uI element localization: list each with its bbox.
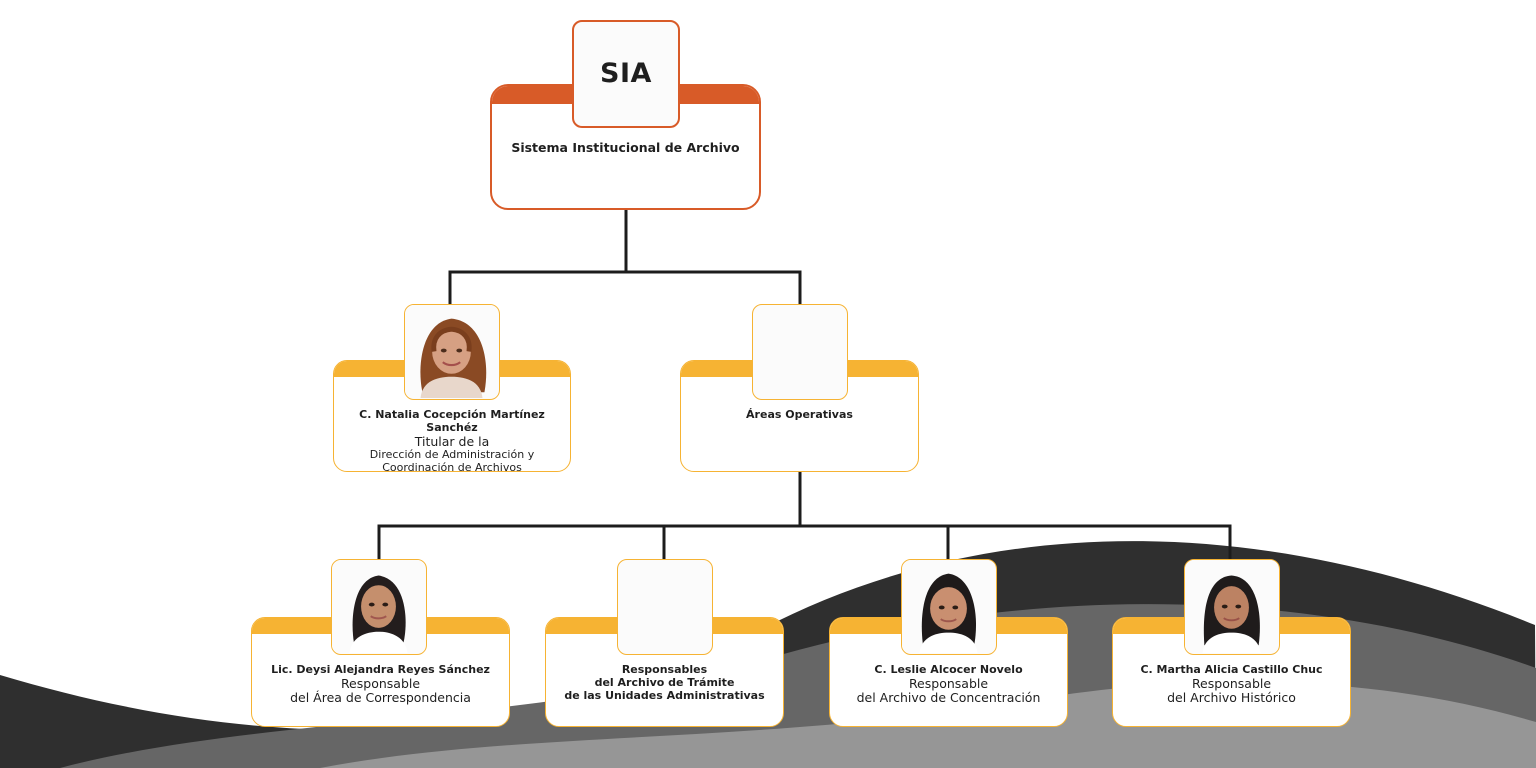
historico-name: C. Martha Alicia Castillo Chuc <box>1140 663 1323 676</box>
person-photo-icon <box>1185 560 1278 653</box>
root-card-text: Sistema Institucional de Archivo <box>500 140 751 156</box>
tramite-empty-box <box>617 559 713 655</box>
correspondencia-line2: del Área de Correspondencia <box>290 690 471 706</box>
tramite-card: Responsables del Archivo de Trámite de l… <box>545 617 784 727</box>
concentracion-line1: Responsable <box>908 675 989 691</box>
person-photo-icon <box>405 305 498 398</box>
titular-avatar <box>404 304 500 400</box>
titular-line2: Dirección de Administración y <box>369 448 535 462</box>
titular-line1: Titular de la <box>414 433 490 449</box>
concentracion-name: C. Leslie Alcocer Novelo <box>874 663 1023 676</box>
titular-text: C. Natalia Cocepción Martínez Sanchéz Ti… <box>342 408 562 472</box>
titular-line3: Coordinación de Archivos <box>382 461 522 472</box>
titular-card: C. Natalia Cocepción Martínez Sanchéz Ti… <box>333 360 571 472</box>
root-logo-box: SIA <box>572 20 680 128</box>
tramite-text: Responsables del Archivo de Trámite de l… <box>554 663 775 703</box>
correspondencia-text: Lic. Deysi Alejandra Reyes Sánchez Respo… <box>260 663 501 706</box>
areas-text: Áreas Operativas <box>689 408 910 422</box>
tramite-node: Responsables del Archivo de Trámite de l… <box>545 559 784 727</box>
correspondencia-name: Lic. Deysi Alejandra Reyes Sánchez <box>271 663 490 676</box>
historico-node: C. Martha Alicia Castillo Chuc Responsab… <box>1112 559 1351 727</box>
areas-title: Áreas Operativas <box>746 408 853 421</box>
historico-text: C. Martha Alicia Castillo Chuc Responsab… <box>1121 663 1342 706</box>
concentracion-text: C. Leslie Alcocer Novelo Responsable del… <box>838 663 1059 706</box>
person-photo-icon <box>332 560 425 653</box>
correspondencia-avatar <box>331 559 427 655</box>
tramite-line2: del Archivo de Trámite <box>594 675 735 689</box>
historico-line1: Responsable <box>1191 675 1272 691</box>
root-node: Sistema Institucional de Archivo SIA <box>490 20 761 210</box>
root-abbr: SIA <box>600 58 652 89</box>
concentracion-line2: del Archivo de Concentración <box>856 690 1041 706</box>
root-title: Sistema Institucional de Archivo <box>511 140 740 155</box>
areas-node: Áreas Operativas <box>680 304 919 472</box>
historico-avatar <box>1184 559 1280 655</box>
titular-name: C. Natalia Cocepción Martínez Sanchéz <box>359 408 545 434</box>
historico-line2: del Archivo Histórico <box>1167 690 1296 706</box>
correspondencia-node: Lic. Deysi Alejandra Reyes Sánchez Respo… <box>251 559 510 727</box>
person-photo-icon <box>902 560 995 653</box>
areas-empty-box <box>752 304 848 400</box>
tramite-line1: Responsables <box>621 663 708 676</box>
correspondencia-line1: Responsable <box>340 675 421 691</box>
tramite-line3: de las Unidades Administrativas <box>564 688 765 702</box>
concentracion-node: C. Leslie Alcocer Novelo Responsable del… <box>829 559 1068 727</box>
titular-node: C. Natalia Cocepción Martínez Sanchéz Ti… <box>333 304 571 472</box>
concentracion-avatar <box>901 559 997 655</box>
